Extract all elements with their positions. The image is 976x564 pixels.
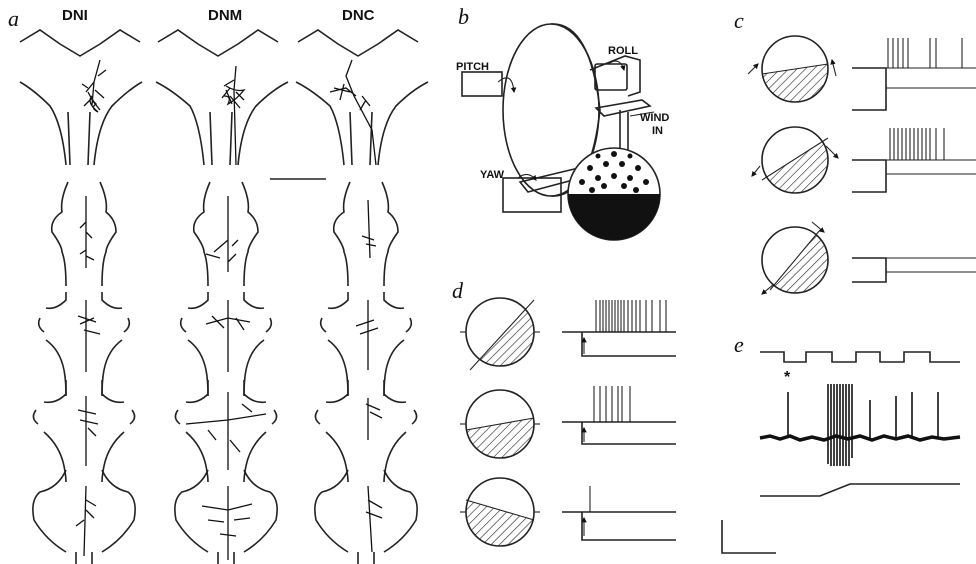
spike-trace-d3 xyxy=(562,486,676,540)
label-roll: ROLL xyxy=(608,45,638,57)
ganglion-row-4-dnm xyxy=(175,380,276,482)
brain-outline-dni xyxy=(20,30,142,165)
position-trace-e xyxy=(760,484,960,496)
spike-marker-asterisk: * xyxy=(784,369,791,386)
visual-horizon-inset xyxy=(568,148,660,240)
horizon-stimulus-c3 xyxy=(762,222,830,294)
spike-trace-c2 xyxy=(852,128,976,192)
ganglion-row-4-dnc xyxy=(315,380,416,482)
ganglion-row-3-dni xyxy=(39,292,130,396)
neuron-drawing-dnc xyxy=(330,60,376,165)
panel-c-letter: c xyxy=(734,8,744,33)
ganglion-row-3-dnc xyxy=(321,292,412,396)
column-header-dni: DNI xyxy=(62,7,88,24)
column-header-dnc: DNC xyxy=(342,7,375,24)
ganglion-row-5-dnm xyxy=(175,470,277,564)
roll-arrow xyxy=(608,61,624,70)
panel-a-letter: a xyxy=(8,6,19,31)
horizon-stimulus-d1 xyxy=(460,298,540,370)
brain-outline-dnc xyxy=(296,30,428,165)
ganglion-row-3-dnm xyxy=(181,292,272,396)
horizon-stimulus-c1 xyxy=(748,36,836,102)
label-wind: WIND xyxy=(640,112,669,124)
horizon-stimulus-d2 xyxy=(460,390,540,460)
ganglion-row-5-dni xyxy=(33,470,135,564)
spike-trace-d1 xyxy=(562,300,676,356)
ganglion-row-5-dnc xyxy=(315,470,417,564)
column-header-dnm: DNM xyxy=(208,7,242,24)
panel-b: b PITCH ROLL WIND IN YAW xyxy=(456,4,669,240)
panel-d: d xyxy=(452,278,676,548)
scale-bar-e xyxy=(722,520,776,553)
recording-trace-e xyxy=(760,384,960,466)
spike-trace-c3 xyxy=(852,258,976,282)
panel-e: e * xyxy=(722,332,960,553)
label-yaw: YAW xyxy=(480,169,505,181)
stimulus-square-wave xyxy=(760,352,960,362)
label-pitch: PITCH xyxy=(456,61,489,73)
panel-e-letter: e xyxy=(734,332,744,357)
horizon-stimulus-d3 xyxy=(460,478,540,548)
spike-trace-c1 xyxy=(852,38,976,110)
ganglion-row-2-dnm xyxy=(194,182,258,286)
panel-a: a DNI DNM DNC xyxy=(8,6,428,564)
panel-d-letter: d xyxy=(452,278,464,303)
spike-trace-d2 xyxy=(562,386,676,444)
neuron-drawing-dni xyxy=(82,60,106,112)
ganglion-row-2-dnc xyxy=(334,182,398,286)
ganglion-row-4-dni xyxy=(33,380,134,482)
label-wind-in: IN xyxy=(652,125,663,137)
panel-b-letter: b xyxy=(458,4,469,29)
panel-c: c xyxy=(734,8,976,294)
ganglion-row-2-dni xyxy=(52,182,116,286)
horizon-stimulus-c2 xyxy=(752,127,838,194)
